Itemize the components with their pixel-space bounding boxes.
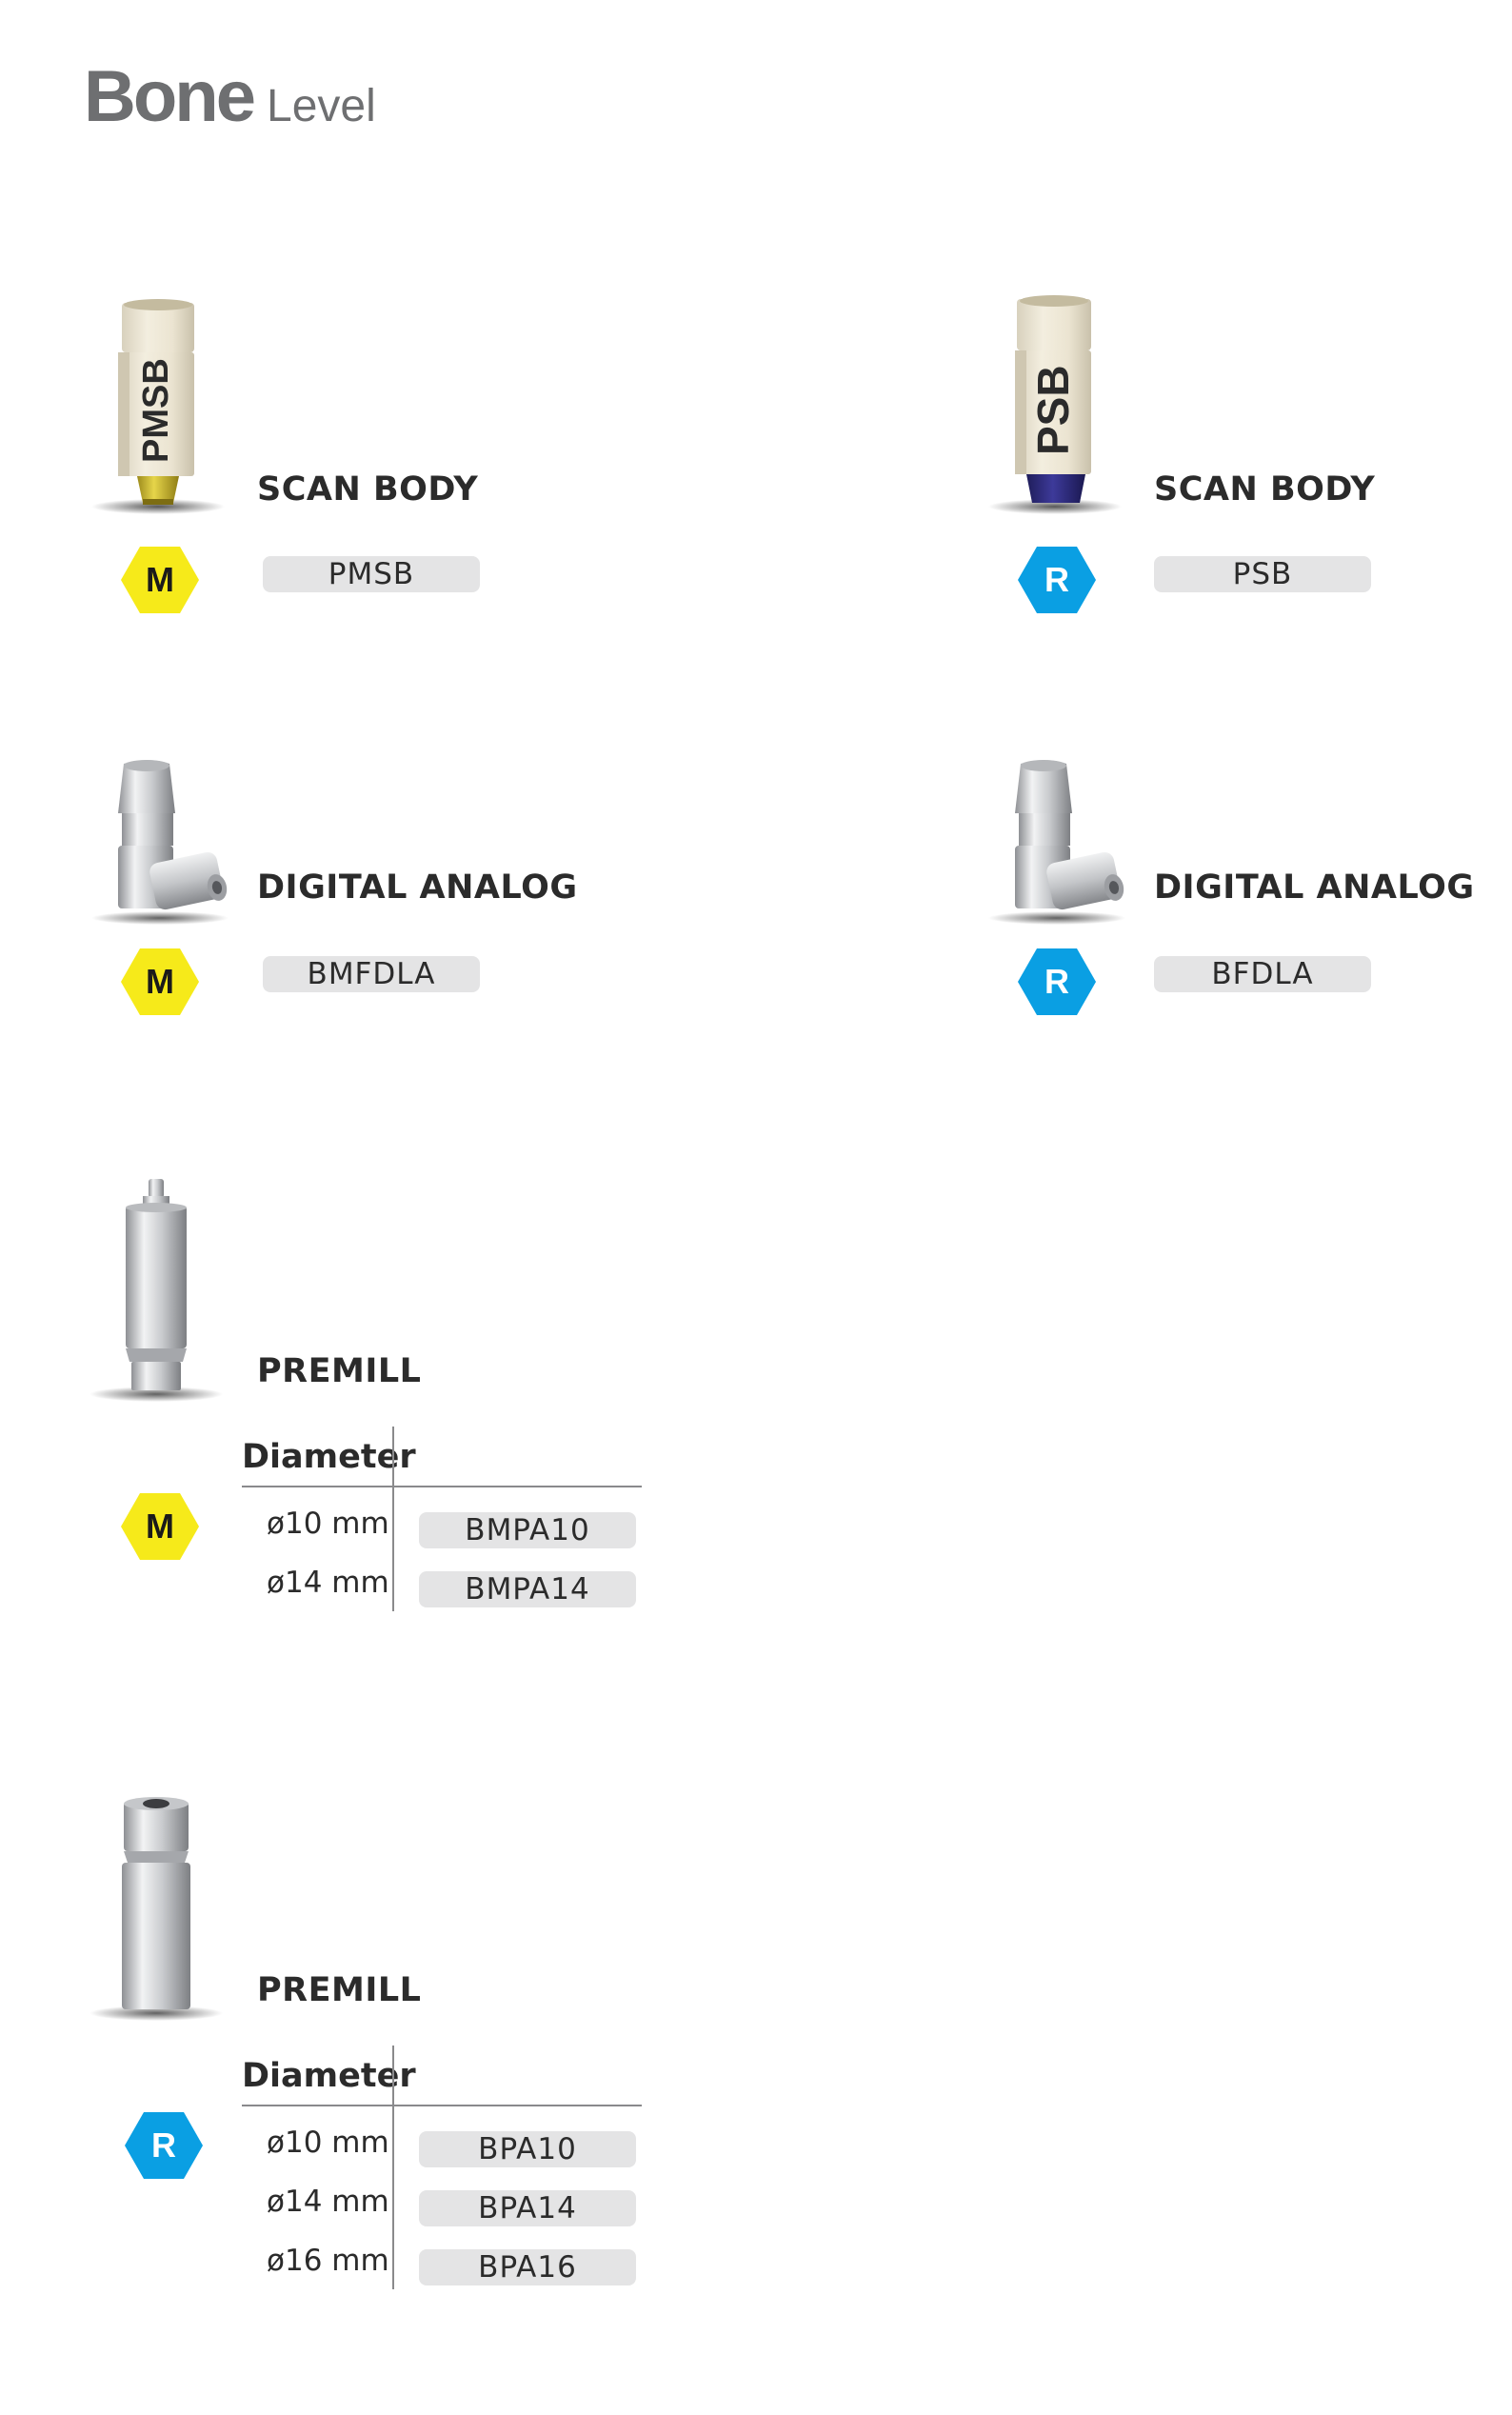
- table-divider-horizontal: [242, 1486, 642, 1487]
- page-title-light: Level: [267, 81, 376, 131]
- mini-platform-badge: M: [120, 947, 200, 1017]
- digital-analog-image: [91, 760, 229, 925]
- diameter-table: Diameter ø10 mm BMPA10 ø14 mm BMPA14: [236, 1427, 642, 1611]
- product-code: BPA10: [419, 2131, 636, 2167]
- product-code: BMPA10: [419, 1512, 636, 1548]
- scan-body-engraving: PSB: [1028, 365, 1078, 455]
- mini-platform-badge: M: [120, 545, 200, 615]
- premill-image: [90, 1179, 223, 1402]
- product-name: SCAN BODY: [257, 470, 479, 509]
- badge-letter: M: [146, 962, 174, 1001]
- product-premill-mini: PREMILL M Diameter ø10 mm BMPA10 ø14 mm …: [84, 1177, 655, 1634]
- table-divider-vertical: [392, 2046, 394, 2289]
- premill-image: [90, 1797, 223, 2021]
- product-digital-analog-mini: DIGITAL ANALOG M BMFDLA: [84, 758, 655, 1158]
- product-name: PREMILL: [257, 1352, 422, 1390]
- product-code: BPA14: [419, 2190, 636, 2226]
- regular-platform-badge: R: [1017, 545, 1097, 615]
- product-digital-analog-regular: DIGITAL ANALOG R BFDLA: [981, 758, 1512, 1158]
- scan-body-engraving: PMSB: [136, 358, 176, 463]
- table-divider-horizontal: [242, 2105, 642, 2106]
- product-code: BPA16: [419, 2249, 636, 2285]
- scan-body-image: PSB: [988, 295, 1122, 514]
- table-header-diameter: Diameter: [242, 1438, 416, 1476]
- badge-letter: M: [146, 1507, 174, 1546]
- diameter-value: ø14 mm: [267, 1566, 389, 1600]
- product-code: BMPA14: [419, 1571, 636, 1607]
- scan-body-image: PMSB: [91, 299, 225, 514]
- product-name: SCAN BODY: [1154, 470, 1376, 509]
- badge-letter: R: [1044, 560, 1069, 599]
- table-header-diameter: Diameter: [242, 2057, 416, 2095]
- page-title-strong: Bone: [84, 56, 256, 137]
- diameter-value: ø16 mm: [267, 2244, 389, 2278]
- product-premill-regular: PREMILL R Diameter ø10 mm BPA10 ø14 mm B…: [84, 1796, 655, 2329]
- table-divider-vertical: [392, 1427, 394, 1611]
- digital-analog-image: [988, 760, 1125, 925]
- badge-letter: M: [146, 560, 174, 599]
- diameter-value: ø10 mm: [267, 2126, 389, 2160]
- diameter-value: ø10 mm: [267, 1507, 389, 1541]
- diameter-value: ø14 mm: [267, 2185, 389, 2219]
- product-scan-body-regular: PSB SCAN BODY R PSB: [981, 295, 1512, 695]
- badge-letter: R: [151, 2126, 176, 2165]
- regular-platform-badge: R: [1017, 947, 1097, 1017]
- product-name: PREMILL: [257, 1971, 422, 2009]
- product-code: BFDLA: [1154, 956, 1371, 992]
- product-scan-body-mini: PMSB SCAN BODY M PMSB: [84, 295, 655, 695]
- product-name: DIGITAL ANALOG: [1154, 868, 1475, 907]
- mini-platform-badge: M: [120, 1491, 200, 1562]
- product-code: PSB: [1154, 556, 1371, 592]
- regular-platform-badge: R: [124, 2110, 204, 2181]
- product-code: PMSB: [263, 556, 480, 592]
- diameter-table: Diameter ø10 mm BPA10 ø14 mm BPA14 ø16 m…: [236, 2046, 642, 2303]
- product-code: BMFDLA: [263, 956, 480, 992]
- badge-letter: R: [1044, 962, 1069, 1001]
- product-name: DIGITAL ANALOG: [257, 868, 578, 907]
